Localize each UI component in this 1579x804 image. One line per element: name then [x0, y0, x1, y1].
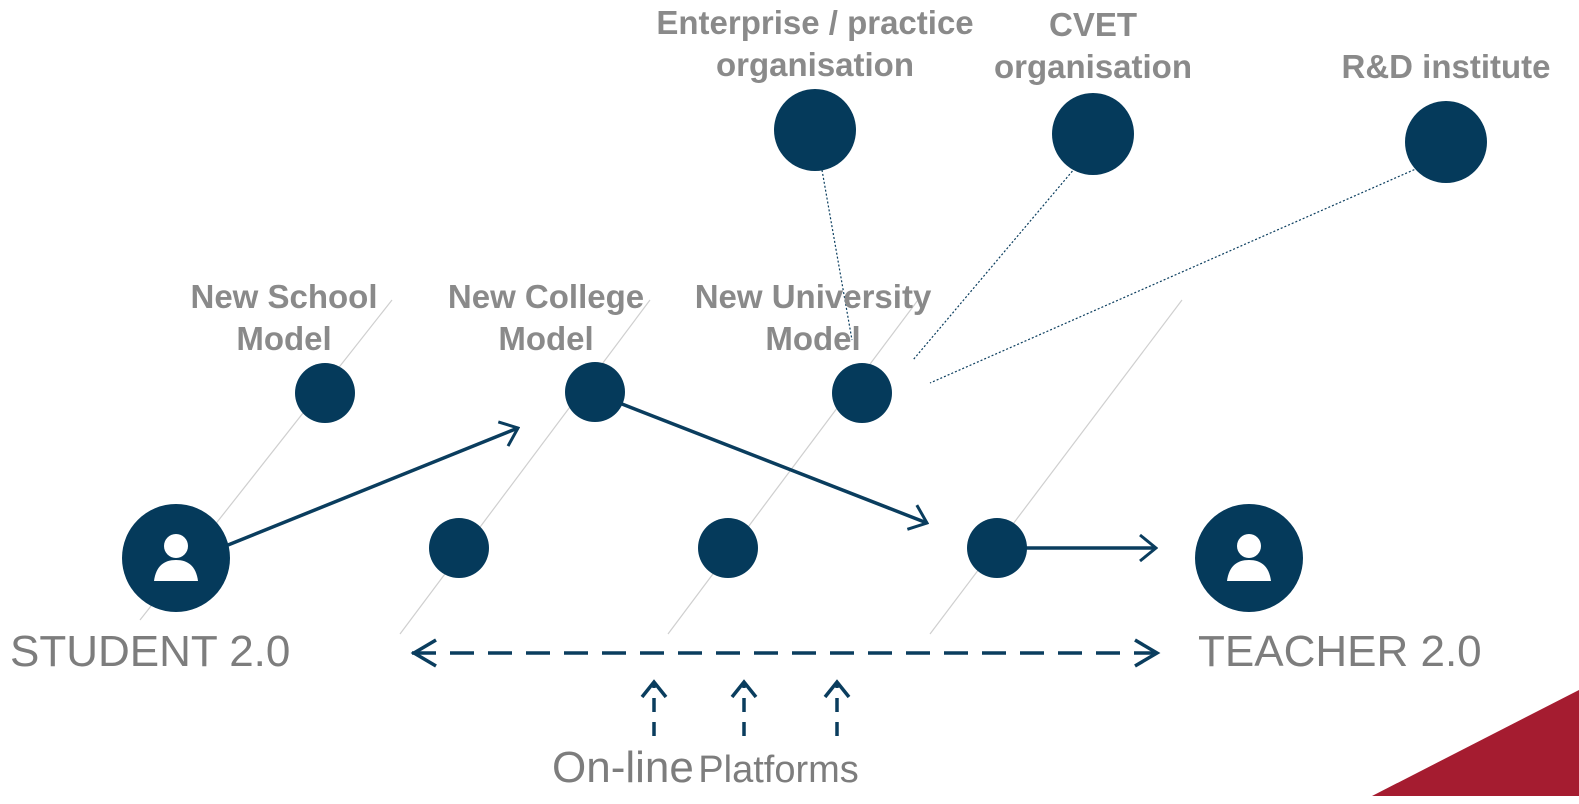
node-new-university [832, 363, 892, 423]
dashed-arrow-left-head [410, 638, 437, 668]
platform-up-arrow-2-head [730, 679, 758, 699]
node-new-college [565, 362, 625, 422]
connector-enterprise [821, 169, 853, 341]
guide-line-university [667, 299, 919, 635]
arrow-college-to-step [621, 402, 927, 523]
dashed-arrow-right-head [1134, 638, 1161, 668]
platform-up-arrow-3-head [823, 679, 851, 699]
path-arrows [227, 402, 1156, 548]
node-rd [1405, 101, 1487, 183]
label-rd-institute: R&D institute [1341, 48, 1551, 85]
label-enterprise: Enterprise / practice organisation [656, 4, 974, 83]
node-cvet [1052, 93, 1134, 175]
platform-up-arrow-1-head [640, 679, 668, 699]
label-student: STUDENT 2.0 [10, 627, 291, 676]
organisation-connectors [821, 167, 1419, 384]
connector-rd [929, 167, 1419, 384]
guide-lines [139, 299, 1183, 635]
label-new-college-model: New College Model [447, 278, 645, 357]
person-icon [154, 534, 198, 581]
platform-arrows [410, 638, 1161, 736]
accent-corner [1372, 690, 1579, 796]
label-new-school-model: New School Model [190, 278, 378, 357]
guide-line-fourth [929, 299, 1183, 635]
label-cvet: CVET organisation [993, 6, 1193, 85]
node-enterprise [774, 89, 856, 171]
label-new-university-model: New University Model [694, 278, 932, 357]
node-step-3 [967, 518, 1027, 578]
node-step-1 [429, 518, 489, 578]
connector-cvet [912, 167, 1076, 361]
label-teacher: TEACHER 2.0 [1198, 627, 1482, 676]
nodes [122, 89, 1487, 612]
guide-line-college [399, 299, 651, 635]
arrow-student-to-college [227, 428, 518, 547]
node-new-school [295, 363, 355, 423]
person-icon [1227, 534, 1271, 581]
node-step-2 [698, 518, 758, 578]
label-online-platforms: On-line Platforms [552, 743, 859, 792]
